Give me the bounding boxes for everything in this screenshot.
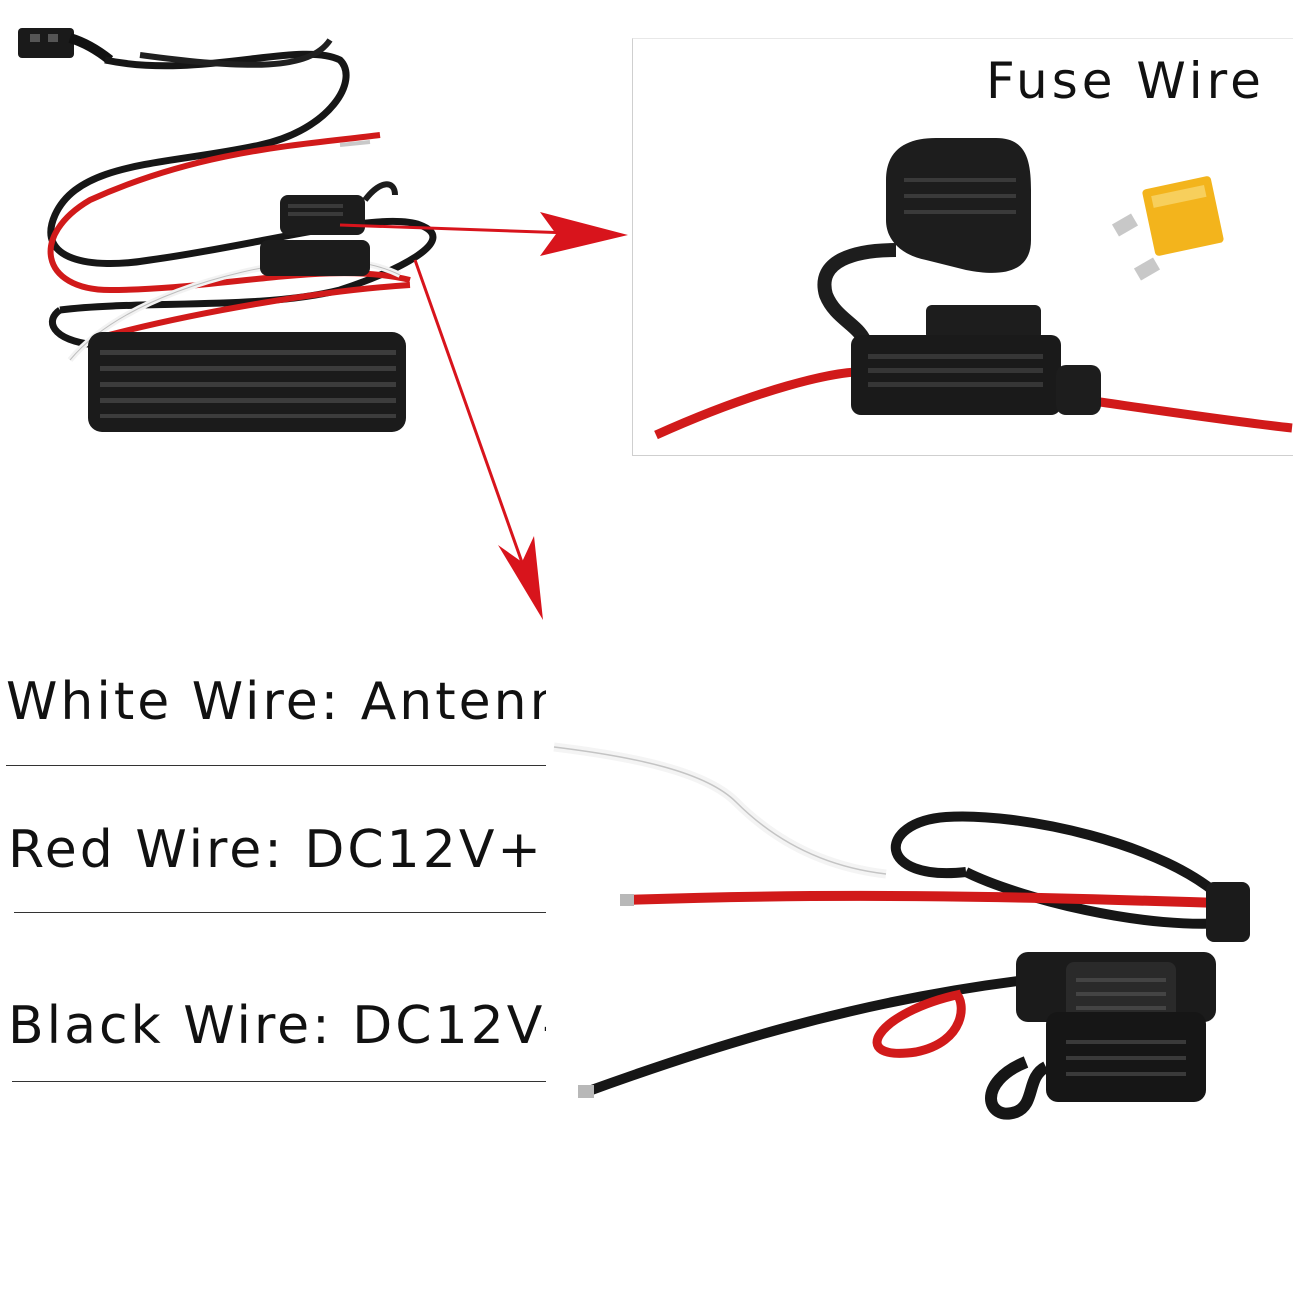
- red-wire-rule: [14, 912, 654, 913]
- fuse-holder-body-icon: [851, 305, 1101, 415]
- wire-ends-photo: [546, 682, 1250, 1178]
- white-wire-label: White Wire: Antenna: [6, 672, 601, 732]
- fuse-wire-label: Fuse Wire: [986, 52, 1265, 110]
- module-box-icon: [88, 332, 406, 432]
- arrow-to-fuse-icon: [339, 212, 628, 256]
- fuse-cap-icon: [817, 138, 1031, 348]
- inline-fuse-holder-photo: [654, 138, 1293, 440]
- black-wire-rule: [12, 1081, 574, 1082]
- wiring-harness-photo: [18, 28, 437, 432]
- blade-fuse-icon: [1111, 176, 1224, 281]
- fuse-holder-closed-icon: [985, 882, 1250, 1120]
- black-wire-label: Black Wire: DC12V-: [8, 996, 565, 1056]
- white-wire-rule: [6, 765, 571, 766]
- red-wire-label: Red Wire: DC12V+: [8, 820, 544, 880]
- arrow-to-wires-icon: [413, 259, 543, 620]
